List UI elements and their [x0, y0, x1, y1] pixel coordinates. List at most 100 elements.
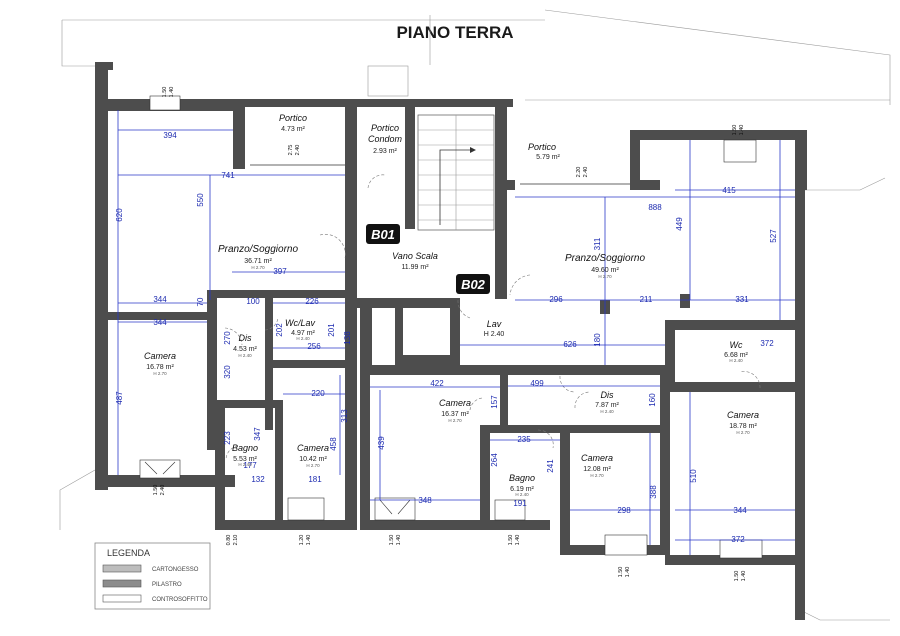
site-lines: [59, 9, 891, 621]
unit-tag-b02-box: [456, 274, 490, 294]
legend-label: PILASTRO: [152, 582, 182, 588]
opening-label: 1.40: [741, 571, 747, 582]
dim-label: 160: [648, 393, 657, 407]
room-name: Bagno: [232, 443, 258, 453]
room-name: Bagno: [509, 473, 535, 483]
dim-label: 211: [640, 295, 653, 304]
dim-label: 311: [593, 237, 602, 250]
room-name: Vano Scala: [392, 251, 438, 261]
room-area: 16.78 m²: [146, 364, 174, 371]
opening-label: 2.10: [233, 535, 239, 546]
room-name: Pranzo/Soggiorno: [565, 253, 645, 264]
room-area: 6.68 m²: [724, 352, 748, 359]
room-area: 4.97 m²: [291, 330, 315, 337]
dim-label: 201: [327, 323, 336, 337]
dim-label: 344: [733, 506, 747, 515]
opening-label: 1.40: [169, 87, 175, 98]
dim-label: 202: [275, 323, 284, 337]
dim-label: 510: [689, 469, 698, 483]
opening-label: 0.80: [226, 535, 232, 546]
dim-label: 296: [549, 295, 563, 304]
opening-label: 2.75: [288, 145, 294, 156]
dim-label: 394: [163, 131, 177, 140]
unit-tag-b02: B02: [461, 277, 486, 292]
room-area: 36.71 m²: [244, 258, 272, 265]
dim-label: 550: [196, 193, 205, 207]
opening-label: 2.40: [160, 485, 166, 496]
opening-label: 2.40: [583, 167, 589, 178]
dim-label: 177: [243, 461, 257, 470]
legend-title: LEGENDA: [107, 548, 150, 558]
legend-label: CARTONGESSO: [152, 567, 199, 573]
room-area: H 2.40: [484, 331, 505, 338]
room-area: 7.87 m²: [595, 402, 619, 409]
dim-label: 439: [377, 436, 386, 450]
room-area: 4.53 m²: [233, 346, 257, 353]
dim-label: 132: [251, 475, 265, 484]
opening-label: 2.40: [295, 145, 301, 156]
dim-label: 241: [546, 459, 555, 473]
dim-label: 220: [311, 389, 325, 398]
dim-label: 235: [517, 435, 531, 444]
doors: [224, 174, 761, 461]
dim-label: 449: [675, 217, 684, 231]
opening-label: 1.40: [396, 535, 402, 546]
room-name: Portico: [528, 142, 556, 152]
dim-label: 226: [305, 297, 319, 306]
opening-label: 1.50: [732, 125, 738, 136]
opening-label: 1.50: [734, 571, 740, 582]
room-area: 18.78 m²: [729, 423, 757, 430]
room-area: 6.19 m²: [510, 486, 534, 493]
room-name: Camera: [727, 410, 759, 420]
room-area: 12.08 m²: [583, 466, 611, 473]
dim-label: 138: [343, 331, 352, 345]
room-height: H 2.40: [296, 336, 310, 341]
legend-swatch-pilastro: [102, 579, 142, 588]
dim-label: 415: [722, 186, 736, 195]
dim-label: 331: [735, 295, 749, 304]
plan-title: PIANO TERRA: [396, 23, 513, 42]
legend-swatch-cartongesso: [102, 564, 142, 573]
room-name: Portico: [279, 113, 307, 123]
room-area: 5.53 m²: [233, 456, 257, 463]
room-height: H 2.70: [448, 418, 462, 423]
dim-label: 256: [307, 342, 321, 351]
dimension-lines: [117, 110, 795, 555]
room-area: 10.42 m²: [299, 456, 327, 463]
room-height: H 2.70: [306, 463, 320, 468]
dimension-labels: 394 741 620 550 397 344 70 344 100 226 2…: [115, 131, 778, 544]
room-name: Camera: [581, 453, 613, 463]
room-name: Lav: [487, 319, 502, 329]
opening-label: 1.40: [515, 535, 521, 546]
dim-label: 388: [649, 485, 658, 499]
dim-label: 70: [196, 297, 205, 306]
opening-label: 1.50: [153, 485, 159, 496]
dim-label: 270: [223, 331, 232, 345]
dim-label: 181: [308, 475, 322, 484]
room-height: H 2.70: [590, 473, 604, 478]
room-height: H 2.70: [736, 430, 750, 435]
dim-label: 298: [617, 506, 631, 515]
room-area: 4.73 m²: [281, 126, 305, 133]
dim-label: 487: [115, 391, 124, 405]
opening-label: 1.40: [306, 535, 312, 546]
room-name: Camera: [144, 351, 176, 361]
room-area: 49.60 m²: [591, 267, 619, 274]
dim-label: 422: [430, 379, 444, 388]
dim-label: 458: [329, 437, 338, 451]
dim-label: 372: [731, 535, 745, 544]
walls: [95, 62, 807, 620]
dim-label: 397: [273, 267, 287, 276]
unit-tag-b01: B01: [371, 227, 395, 242]
unit-tags: B01 B02: [366, 224, 490, 294]
room-area: 2.93 m²: [373, 148, 397, 155]
room-name: Camera: [297, 443, 329, 453]
dim-label: 741: [221, 171, 235, 180]
opening-label: 1.50: [618, 567, 624, 578]
opening-label: 1.50: [162, 87, 168, 98]
dim-label: 320: [223, 365, 232, 379]
stairs: [417, 114, 495, 231]
room-area: 11.99 m²: [401, 264, 429, 271]
